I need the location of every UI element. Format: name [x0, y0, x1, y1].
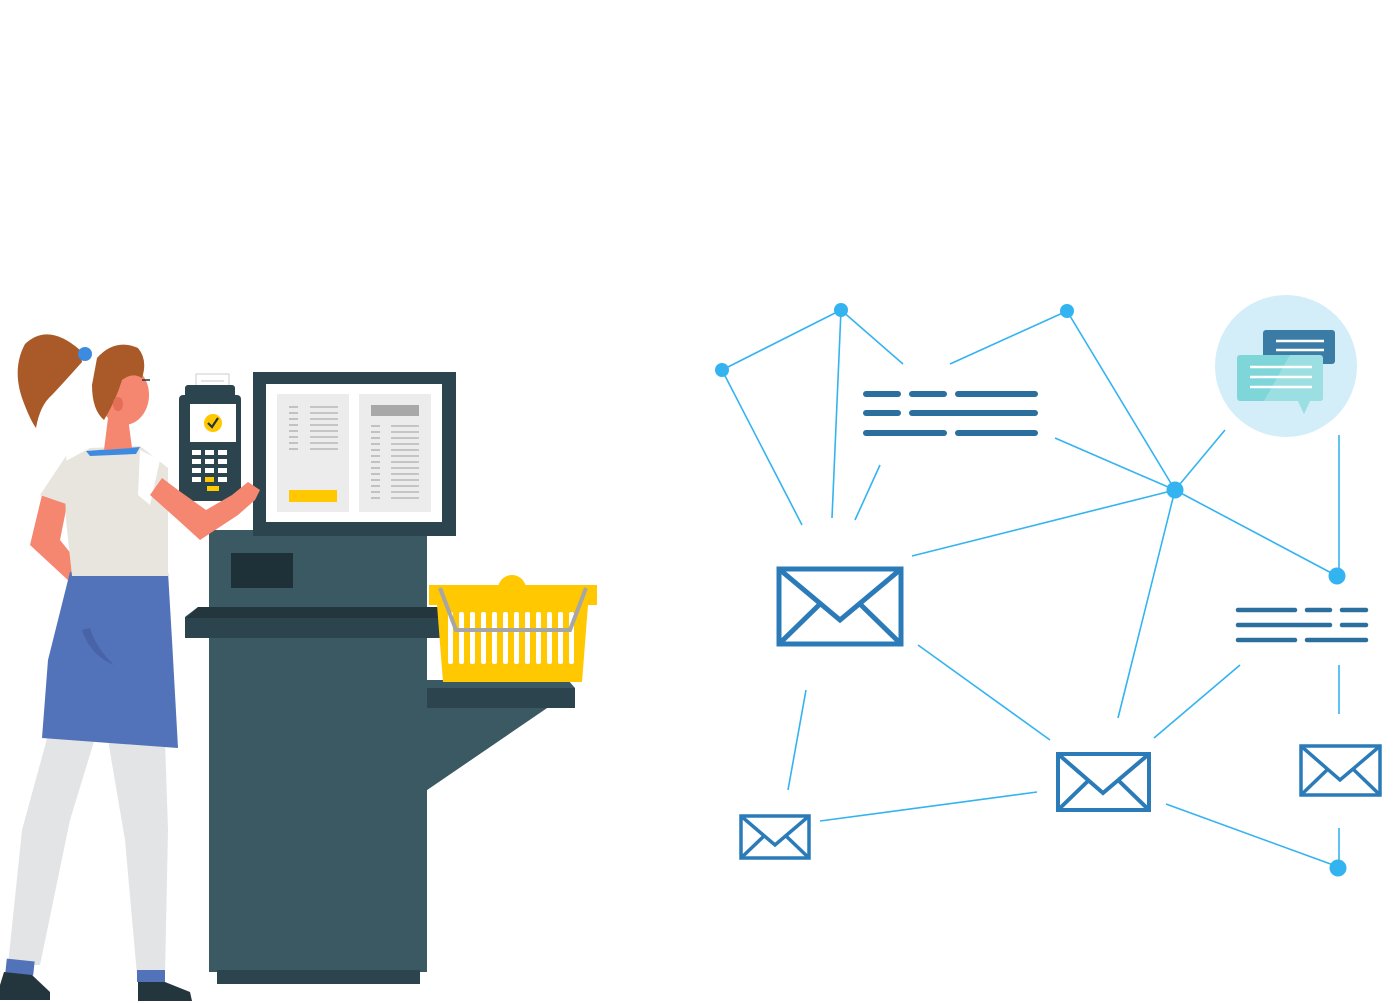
shoe — [138, 982, 192, 1001]
legs — [8, 735, 96, 965]
woman-at-kiosk — [0, 334, 260, 1001]
kiosk-base — [217, 970, 420, 984]
text-lines-icon — [1235, 607, 1369, 643]
text-lines-icon — [863, 391, 1038, 436]
chat-bubble-icon — [1215, 295, 1357, 437]
ponytail — [17, 334, 82, 428]
envelope-icon — [776, 566, 904, 647]
network-node — [715, 363, 729, 377]
network-node — [1328, 567, 1346, 585]
card-slot — [231, 553, 293, 588]
network-node — [1060, 304, 1074, 318]
shoe — [0, 972, 50, 1000]
screen-pay-button — [289, 490, 337, 502]
hair-tie — [78, 347, 92, 361]
self-checkout-kiosk — [185, 372, 575, 984]
check-icon — [204, 414, 222, 432]
message-network — [715, 295, 1382, 877]
envelope-icon — [1056, 752, 1151, 812]
envelope-icon — [739, 814, 811, 860]
envelope-icon — [1299, 744, 1382, 797]
network-node — [834, 303, 848, 317]
kiosk-body — [209, 530, 427, 972]
network-lines — [721, 309, 1340, 867]
network-node — [1166, 481, 1184, 499]
hair — [92, 344, 145, 420]
network-node — [1329, 859, 1347, 877]
skirt — [42, 572, 178, 748]
payment-terminal — [179, 373, 241, 501]
shopping-basket — [429, 575, 597, 682]
